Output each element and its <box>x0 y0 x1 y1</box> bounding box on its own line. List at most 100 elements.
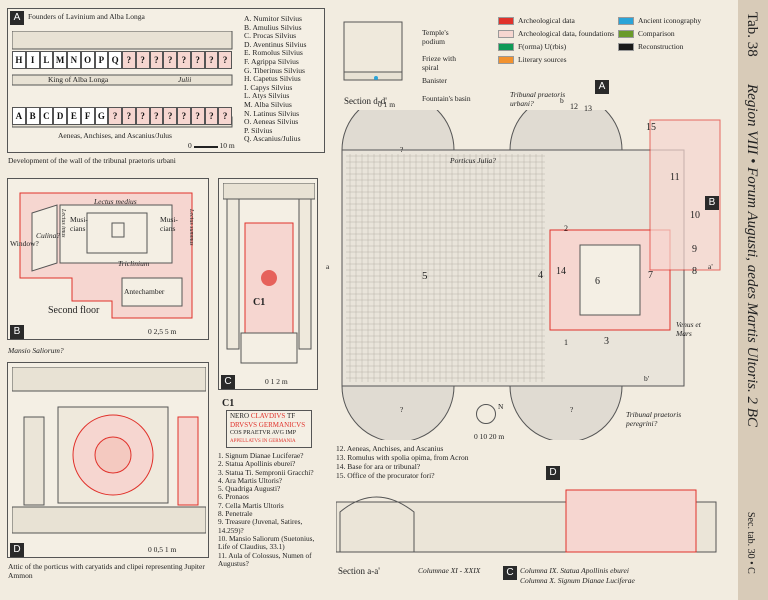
legend-swatch <box>618 43 634 52</box>
ins-claudius: CLAVDIVS <box>250 412 286 420</box>
section-dd-drawing <box>343 21 403 81</box>
plan-num-14: 14 <box>556 266 566 277</box>
tab-number: Tab. 38 <box>744 12 760 57</box>
legend-label: Archeological data <box>518 16 575 25</box>
ins-cos: COS <box>230 430 242 436</box>
section-aa-drawing <box>336 489 717 553</box>
scale-0: 0 <box>148 327 152 336</box>
lectus-medius: Lectus medius <box>94 197 137 206</box>
side-banner: Tab. 38 Region VIII • Forum Augusti, aed… <box>738 0 768 600</box>
legend-label: Comparison <box>638 29 675 38</box>
panel-d-tag: D <box>10 543 24 557</box>
key-left-4: 5. Quadriga Augusti? <box>218 484 281 494</box>
legend-item-1: Archeological data, foundations <box>498 29 614 39</box>
scale-end: 2 m <box>276 377 288 386</box>
plan-question-3: ? <box>570 405 574 414</box>
key-list-left: 1. Signum Dianae Luciferae?2. Statua Apo… <box>218 451 328 568</box>
statue-bottom-11: ? <box>163 107 177 125</box>
legend-swatch <box>618 17 634 26</box>
julii-label: Julii <box>178 75 192 84</box>
lectus-summus-label: Lectus summus <box>188 209 194 246</box>
side-title: Region VIII • Forum Augusti, aedes Marti… <box>744 84 760 427</box>
section-dd-label: Section d-d' <box>344 96 387 106</box>
legend-item-0: Archeological data <box>498 16 575 26</box>
legend-item-5: Comparison <box>618 29 675 39</box>
attic-caption: Attic of the porticus with caryatids and… <box>8 562 205 580</box>
name-item-3: D. Aventinus Silvius <box>244 39 307 49</box>
legend-item-4: Ancient iconography <box>618 16 702 26</box>
legend-swatch <box>498 43 514 52</box>
scale-0: 0 <box>148 545 152 554</box>
scale-end: 20 m <box>489 432 505 441</box>
forum-plan <box>341 110 721 440</box>
columnae-xi-label: Columnae XI - XXIX <box>418 566 481 575</box>
legend-swatch <box>618 30 634 39</box>
section-a2-marker: a' <box>708 262 713 271</box>
scale-end: 1 m <box>164 545 177 554</box>
frieze-label: Frieze with spiral <box>422 54 456 72</box>
scale-0: 0 <box>188 141 192 150</box>
panel-d-scale: 0 0,5 1 m <box>148 545 176 554</box>
name-item-13: P. Silvius <box>244 125 273 135</box>
triclinium-label: Triclinium <box>118 259 150 268</box>
c1-label: C1 <box>253 297 266 308</box>
scale-mid: 1 <box>270 377 275 386</box>
name-item-0: A. Numitor Silvius <box>244 14 303 23</box>
statue-top-15: ? <box>218 51 232 69</box>
antechamber-label: Antechamber <box>124 287 165 296</box>
col9-label: Columna IX. Statua Apollinis eburei <box>520 566 629 575</box>
king-label: King of Alba Longa <box>48 75 109 84</box>
panel-a-bottom-caption: Aeneas, Anchises, and Ascanius/Julus <box>58 131 172 140</box>
section-b2-marker: b' <box>644 374 650 383</box>
scale-0: 0 <box>265 377 269 386</box>
scale-0: 0 <box>474 432 478 441</box>
scale-mid: 10 <box>479 432 488 441</box>
section-dd-scale: 0 1 m <box>378 100 395 109</box>
legend-item-6: Reconstruction <box>618 42 683 52</box>
key-left-10: 11. Aula of Colossus, Numen of Augustus? <box>218 550 312 568</box>
ins-tf: TF <box>286 412 296 420</box>
legend-label: F(orma) U(rbis) <box>518 42 567 51</box>
name-item-2: C. Procas Silvius <box>244 31 297 41</box>
statue-bottom-5: F <box>80 107 95 125</box>
statue-bottom-10: ? <box>149 107 164 125</box>
scale-mid: 0,5 <box>153 545 163 554</box>
legend-label: Ancient iconography <box>638 16 702 25</box>
section-a-marker: a <box>326 262 330 271</box>
name-item-4: E. Romolus Silvius <box>244 48 303 58</box>
key-left-6: 7. Cella Martis Ultoris <box>218 500 284 510</box>
legend-swatch <box>498 30 514 39</box>
scale-end: 1 m <box>383 100 396 109</box>
plan-num-11: 11 <box>670 172 680 183</box>
section-b-marker: b <box>560 96 564 105</box>
statue-top-7: Q <box>108 51 122 69</box>
statue-bottom-14: ? <box>204 107 219 125</box>
plan-tag-a: A <box>595 80 609 94</box>
name-item-11: N. Latinus Silvius <box>244 108 300 118</box>
statue-top-5: O <box>80 51 95 69</box>
podium-label: Temple's podium <box>422 28 449 46</box>
statue-top-13: ? <box>190 51 205 69</box>
name-item-10: M. Alba Silvius <box>244 99 292 109</box>
statue-bottom-1: B <box>25 107 40 125</box>
north-arrow <box>476 404 496 424</box>
plan-num-8: 8 <box>692 266 697 277</box>
inscription-box: NERO CLAVDIVS TF DRVSVS GERMANICVS COS P… <box>226 410 312 448</box>
musicians-left: Musi-cians <box>70 215 88 233</box>
statue-top-11: ? <box>163 51 177 69</box>
statue-bottom-0: A <box>12 107 26 125</box>
key-right-2: 14. Base for ara or tribunal? <box>336 462 421 471</box>
legend-swatch <box>498 56 514 65</box>
key-left-5: 6. Pronaos <box>218 492 249 502</box>
legend-item-3: Literary sources <box>498 55 567 65</box>
window-label: Window? <box>10 239 39 248</box>
name-item-8: I. Capys Silvius <box>244 82 293 92</box>
statue-top-0: H <box>12 51 26 69</box>
banister-label: Banister <box>422 76 447 85</box>
name-item-1: B. Amulius Silvius <box>244 22 302 32</box>
panel-d: D 0 0,5 1 m <box>7 362 209 558</box>
statue-bottom-4: E <box>67 107 81 125</box>
inscription-line2: DRVSVS GERMANICVS <box>230 420 306 429</box>
